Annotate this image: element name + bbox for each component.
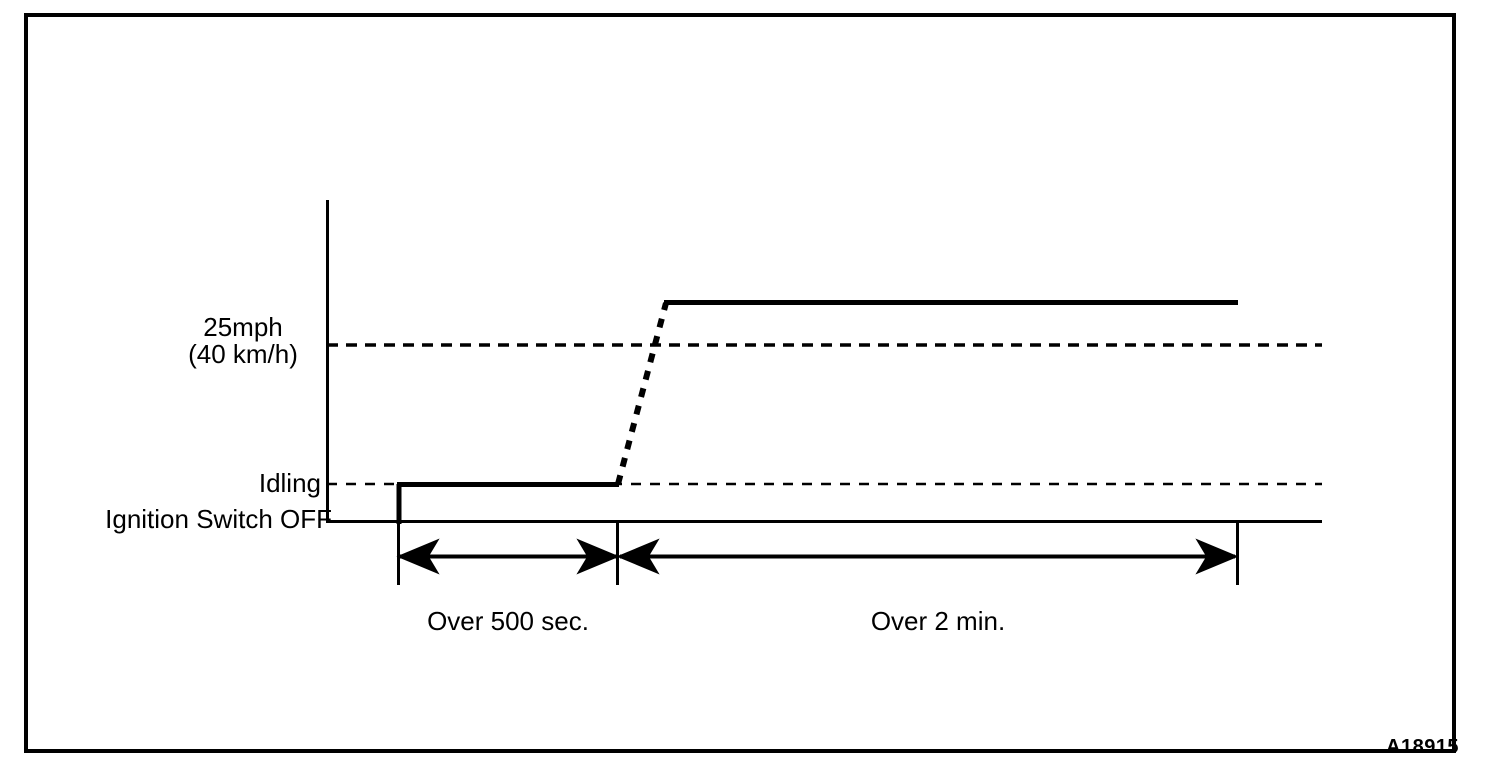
ignition-off-label: Ignition Switch OFF [105,504,332,534]
waveform-acceleration-ramp [615,302,669,485]
span-label-first: Over 500 sec. [427,606,589,636]
figure-id-code: A18915 [1386,736,1460,758]
idling-label: Idling [258,468,321,498]
speed-threshold-label-line1: 25mph [203,312,283,342]
span-label-second: Over 2 min. [870,606,1006,636]
speed-threshold-label: 25mph (40 km/h) [158,312,328,370]
figure-border [24,13,1456,753]
speed-threshold-label-line2: (40 km/h) [188,339,298,370]
